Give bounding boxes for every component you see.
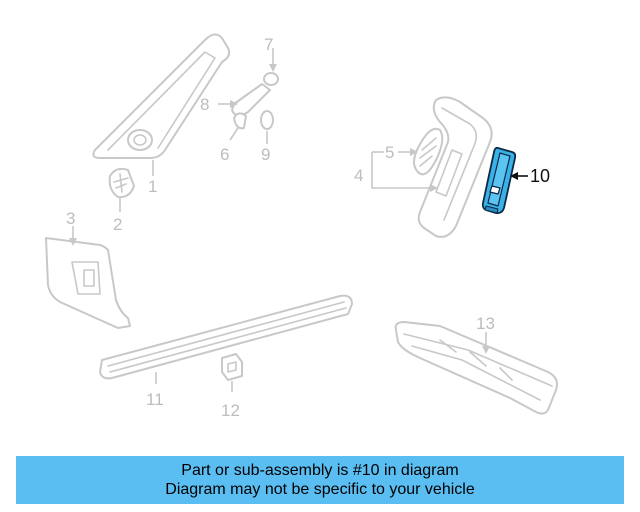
callout-7: 7 [264, 35, 273, 54]
leader-6 [229, 127, 239, 141]
leader-4 [371, 152, 432, 189]
callout-5: 5 [385, 143, 394, 162]
part-12-clip[interactable] [221, 353, 243, 381]
part-1-pillar-trim[interactable] [92, 33, 231, 159]
banner-line-1: Part or sub-assembly is #10 in diagram [181, 462, 459, 479]
callout-6: 6 [220, 145, 229, 164]
part-3-kick-panel[interactable] [45, 237, 131, 329]
callout-8: 8 [200, 95, 209, 114]
part-11-sill-plate[interactable] [99, 294, 353, 380]
parts-diagram: 1 2 7 8 6 9 3 11 [45, 33, 558, 420]
callout-13: 13 [476, 314, 495, 333]
callout-9: 9 [261, 145, 270, 164]
callout-3: 3 [66, 209, 75, 228]
callout-10: 10 [530, 166, 550, 186]
callout-2: 2 [113, 215, 122, 234]
part-6-clip[interactable] [233, 112, 247, 130]
part-4-b-pillar-trim[interactable] [417, 96, 493, 238]
callout-1: 1 [148, 177, 157, 196]
part-5-vent[interactable] [413, 127, 444, 176]
callout-4: 4 [354, 166, 363, 185]
callout-11: 11 [146, 390, 164, 409]
callout-12: 12 [221, 401, 240, 420]
part-7-bracket[interactable] [263, 72, 279, 86]
part-2-speaker-cover[interactable] [108, 167, 135, 199]
banner-line-2: Diagram may not be specific to your vehi… [165, 481, 475, 498]
part-10-highlighted-panel[interactable] [481, 146, 517, 215]
info-banner: Part or sub-assembly is #10 in diagram D… [16, 456, 624, 504]
part-9-grommet[interactable] [260, 110, 274, 130]
part-13-rear-sill[interactable] [394, 321, 558, 415]
